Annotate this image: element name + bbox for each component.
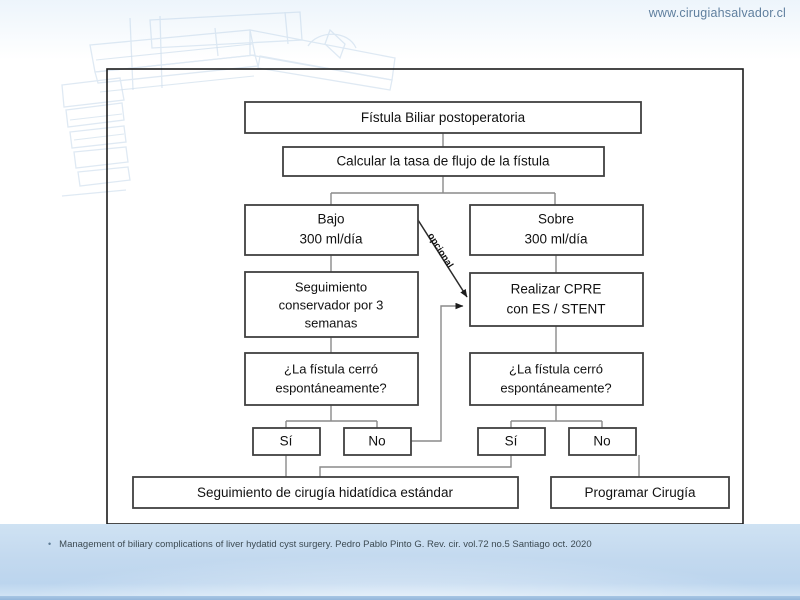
node-label: Sí bbox=[505, 434, 518, 449]
node-programar-cirugia[interactable]: Programar Cirugía bbox=[550, 476, 730, 509]
node-label-line2: 300 ml/día bbox=[299, 232, 363, 247]
diagram-frame bbox=[106, 68, 744, 525]
connector-n2-split bbox=[330, 175, 556, 205]
connector-opcional-arrow bbox=[417, 219, 468, 298]
connector-no-left-to-cpre bbox=[410, 302, 464, 442]
node-label-line2: con ES / STENT bbox=[506, 302, 605, 317]
node-seguimiento-conservador[interactable]: Seguimiento conservador por 3 semanas bbox=[244, 271, 419, 338]
node-fistula-cerro-left[interactable]: ¿La fístula cerró espontáneamente? bbox=[244, 352, 419, 406]
node-label: Fístula Biliar postoperatoria bbox=[361, 110, 526, 125]
node-no-left[interactable]: No bbox=[343, 427, 412, 456]
node-label-line2: espontáneamente? bbox=[275, 380, 386, 395]
bullet-icon: • bbox=[48, 539, 52, 549]
node-fistula-cerro-right[interactable]: ¿La fístula cerró espontáneamente? bbox=[469, 352, 644, 406]
node-label-line3: semanas bbox=[305, 315, 358, 330]
node-label: Programar Cirugía bbox=[584, 485, 696, 500]
node-label-line2: conservador por 3 bbox=[279, 297, 384, 312]
node-label-line1: ¿La fístula cerró bbox=[509, 361, 603, 376]
node-calcular-tasa-flujo[interactable]: Calcular la tasa de flujo de la fístula bbox=[282, 146, 605, 177]
node-label-line2: espontáneamente? bbox=[500, 380, 611, 395]
node-bajo-300[interactable]: Bajo 300 ml/día bbox=[244, 204, 419, 256]
node-no-right[interactable]: No bbox=[568, 427, 637, 456]
citation-text: Management of biliary complications of l… bbox=[59, 539, 592, 550]
footnote-citation: • Management of biliary complications of… bbox=[48, 538, 768, 551]
node-sobre-300[interactable]: Sobre 300 ml/día bbox=[469, 204, 644, 256]
connector-si-right-to-followup bbox=[319, 455, 512, 477]
site-url-text: www.cirugiahsalvador.cl bbox=[648, 6, 786, 20]
banner-sheen bbox=[0, 554, 800, 600]
bottom-banner bbox=[0, 524, 800, 600]
node-seguimiento-hidatidica[interactable]: Seguimiento de cirugía hidatídica estánd… bbox=[132, 476, 519, 509]
flowchart-region: Fístula Biliar postoperatoria Calcular l… bbox=[106, 68, 744, 525]
node-realizar-cpre[interactable]: Realizar CPRE con ES / STENT bbox=[469, 272, 644, 327]
node-label: Seguimiento de cirugía hidatídica estánd… bbox=[197, 485, 453, 500]
node-label-line1: Sobre bbox=[538, 212, 574, 227]
connector-n8-split bbox=[510, 405, 603, 428]
node-label-line1: ¿La fístula cerró bbox=[284, 361, 378, 376]
node-label: Calcular la tasa de flujo de la fístula bbox=[336, 154, 550, 169]
node-label: No bbox=[593, 434, 610, 449]
node-label-line1: Bajo bbox=[317, 212, 344, 227]
node-label: No bbox=[368, 434, 385, 449]
node-label: Sí bbox=[280, 434, 293, 449]
node-label-line2: 300 ml/día bbox=[524, 232, 588, 247]
node-label-line1: Realizar CPRE bbox=[511, 282, 602, 297]
edge-label-opcional: opcional bbox=[425, 231, 455, 270]
node-si-right[interactable]: Sí bbox=[477, 427, 546, 456]
edge-label-text: opcional bbox=[425, 231, 455, 270]
node-fistula-biliar-postoperatoria[interactable]: Fístula Biliar postoperatoria bbox=[244, 101, 642, 134]
connector-n7-split bbox=[285, 405, 378, 428]
node-label-line1: Seguimiento bbox=[295, 279, 367, 294]
node-si-left[interactable]: Sí bbox=[252, 427, 321, 456]
